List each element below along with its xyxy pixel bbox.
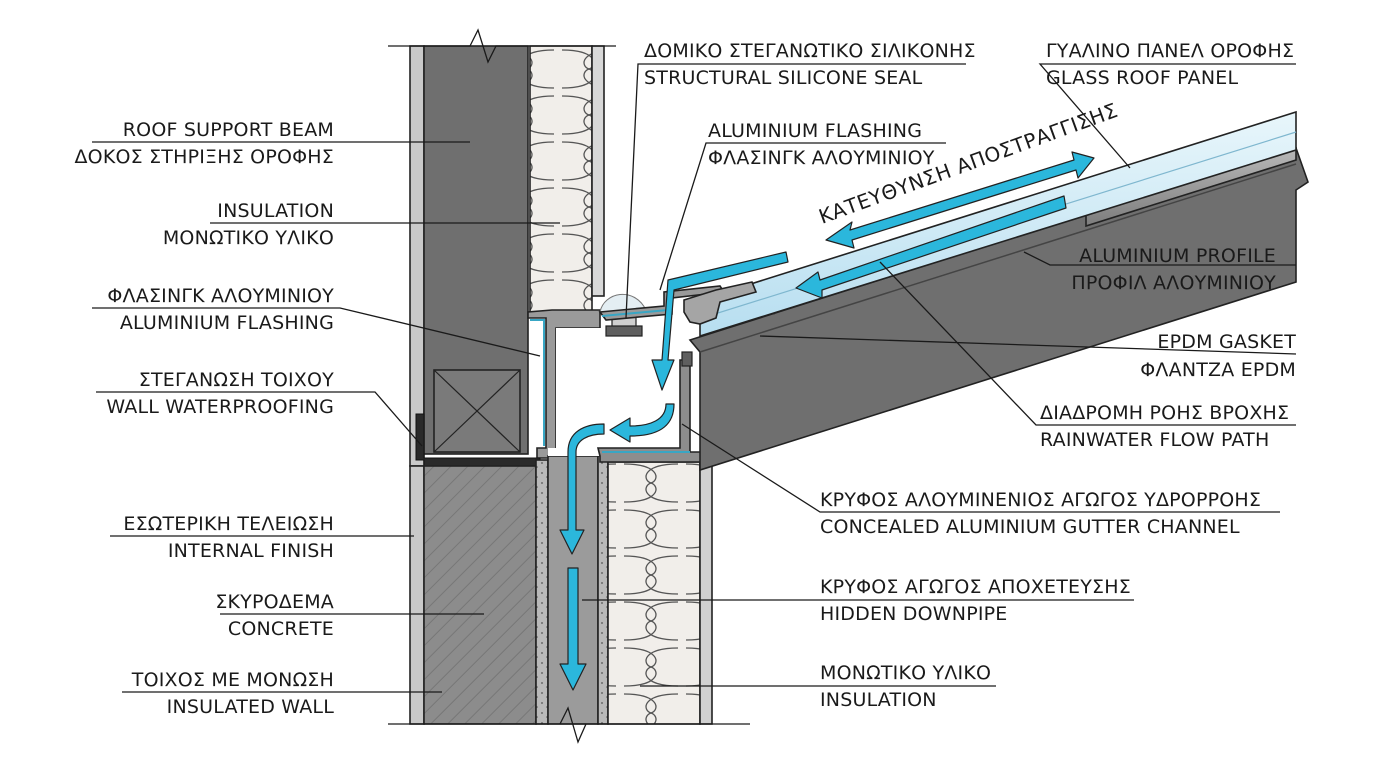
label-roof-support-beam-gr: ΔΟΚΟΣ ΣΤΗΡΙΞΗΣ ΟΡΟΦΗΣ — [74, 146, 334, 168]
leader-gutter-channel — [681, 423, 1280, 513]
roof-flow-arrow-glass — [795, 195, 1067, 299]
seal-bracket — [605, 325, 643, 337]
insulation-upper-block — [529, 45, 593, 315]
flashing-teal-top — [601, 309, 669, 317]
label-concrete-en: CONCRETE — [228, 618, 334, 640]
label-roof-support-beam-en: ROOF SUPPORT BEAM — [123, 119, 334, 141]
label-flashing-left-gr: ΦΛΑΣΙΝΓΚ ΑΛΟΥΜΙΝΙΟΥ — [107, 285, 334, 307]
label-epdm-gasket-gr: ΦΛΑΝΤΖΑ EPDM — [1140, 359, 1296, 381]
label-flashing-right-en: ALUMINIUM FLASHING — [708, 120, 922, 142]
cross-box-member — [433, 369, 521, 453]
label-gutter-channel-gr: ΚΡΥΦΟΣ ΑΛΟΥΜΙΝΕΝΙΟΣ ΑΓΩΓΟΣ ΥΔΡΟΡΡΟΗΣ — [820, 489, 1261, 511]
leader-silicone-seal — [625, 63, 966, 319]
outer-cladding — [699, 461, 713, 725]
label-silicone-seal-gr: ΔΟΜΙΚΟ ΣΤΕΓΑΝΩΤΙΚΟ ΣΙΛΙΚΟΝΗΣ — [644, 40, 976, 62]
label-insulation-upper-gr: ΜΟΝΩΤΙΚΟ ΥΛΙΚΟ — [163, 227, 334, 249]
label-flashing-right-gr: ΦΛΑΣΙΝΓΚ ΑΛΟΥΜΙΝΙΟΥ — [708, 147, 935, 169]
internal-finish-lower — [409, 465, 425, 725]
leader-wall-waterproofing — [96, 391, 423, 447]
label-waterproofing-gr: ΣΤΕΓΑΝΩΣΗ ΤΟΙΧΟΥ — [139, 369, 334, 391]
internal-finish-upper — [409, 45, 425, 467]
label-glass-panel-en: GLASS ROOF PANEL — [1046, 67, 1238, 89]
beam-top-line — [699, 163, 1297, 353]
label-aluminium-profile-gr: ΠΡΟΦΙΛ ΑΛΟΥΜΙΝΙΟΥ — [1071, 272, 1276, 294]
label-flashing-left-en: ALUMINIUM FLASHING — [120, 312, 334, 334]
gutter-curved-arrow — [609, 403, 675, 443]
label-insulation-upper-en: INSULATION — [217, 200, 334, 222]
sloped-roof-beam — [688, 147, 1309, 472]
downpipe-inlet-arrow — [559, 423, 605, 555]
label-gutter-channel-en: CONCEALED ALUMINIUM GUTTER CHANNEL — [820, 516, 1240, 538]
downpipe-wall-liner — [535, 459, 549, 725]
label-rainwater-flow-gr: ΔΙΑΔΡΟΜΗ ΡΟΗΣ ΒΡΟΧΗΣ — [1040, 402, 1289, 424]
label-insulation-lower-en: INSULATION — [820, 689, 937, 711]
beam-inner-skin — [591, 45, 605, 297]
break-line-top — [388, 28, 616, 64]
glass-clamp — [683, 281, 758, 325]
leader-aluminium-profile — [1023, 251, 1296, 266]
label-internal-finish-en: INTERNAL FINISH — [168, 540, 334, 562]
leader-rainwater-flow — [879, 261, 1296, 426]
label-glass-panel-gr: ΓΥΑΛΙΝΟ ΠΑΝΕΛ ΟΡΟΦΗΣ — [1046, 40, 1294, 62]
label-hidden-downpipe-en: HIDDEN DOWNPIPE — [820, 603, 1008, 625]
leader-flashing-right — [659, 142, 946, 291]
concrete-wall — [423, 465, 537, 725]
label-hidden-downpipe-gr: ΚΡΥΦΟΣ ΑΓΩΓΟΣ ΑΠΟΧΕΤΕΥΣΗΣ — [820, 576, 1131, 598]
downpipe-break — [559, 706, 587, 744]
label-concrete-gr: ΣΚΥΡΟΔΕΜΑ — [215, 591, 334, 613]
label-insulated-wall-gr: ΤΟΙΧΟΣ ΜΕ ΜΟΝΩΣΗ — [131, 669, 334, 691]
flashing-teal-line — [530, 319, 545, 446]
insulation-lower-block — [607, 461, 701, 725]
label-internal-finish-gr: ΕΣΩΤΕΡΙΚΗ ΤΕΛΕΙΩΣΗ — [123, 513, 334, 535]
label-aluminium-profile-en: ALUMINIUM PROFILE — [1079, 245, 1276, 267]
label-silicone-seal-en: STRUCTURAL SILICONE SEAL — [644, 67, 923, 89]
gutter-cavity — [548, 328, 680, 456]
label-waterproofing-en: WALL WATERPROOFING — [106, 396, 334, 418]
label-insulation-lower-gr: ΜΟΝΩΤΙΚΟ ΥΛΙΚΟ — [820, 662, 991, 684]
roof-to-gutter-arrow — [651, 251, 789, 391]
downpipe-outlet-arrow — [559, 567, 587, 691]
leader-lines — [92, 63, 1297, 693]
upper-wall — [388, 28, 616, 467]
clamp-screw — [681, 351, 693, 367]
label-epdm-gasket-en: EPDM GASKET — [1157, 331, 1296, 353]
labels: ROOF SUPPORT BEAM ΔΟΚΟΣ ΣΤΗΡΙΞΗΣ ΟΡΟΦΗΣ … — [74, 40, 1296, 718]
leader-flashing-left — [92, 307, 541, 357]
downpipe-insulation-liner — [597, 455, 609, 725]
label-insulated-wall-en: INSULATED WALL — [167, 696, 335, 718]
leader-epdm-gasket — [759, 335, 1297, 355]
label-rainwater-flow-en: RAINWATER FLOW PATH — [1040, 429, 1269, 451]
drainage-direction-arrow — [825, 151, 1095, 249]
water-flow-arrows — [559, 151, 1095, 691]
leader-glass-panel — [1038, 63, 1296, 169]
